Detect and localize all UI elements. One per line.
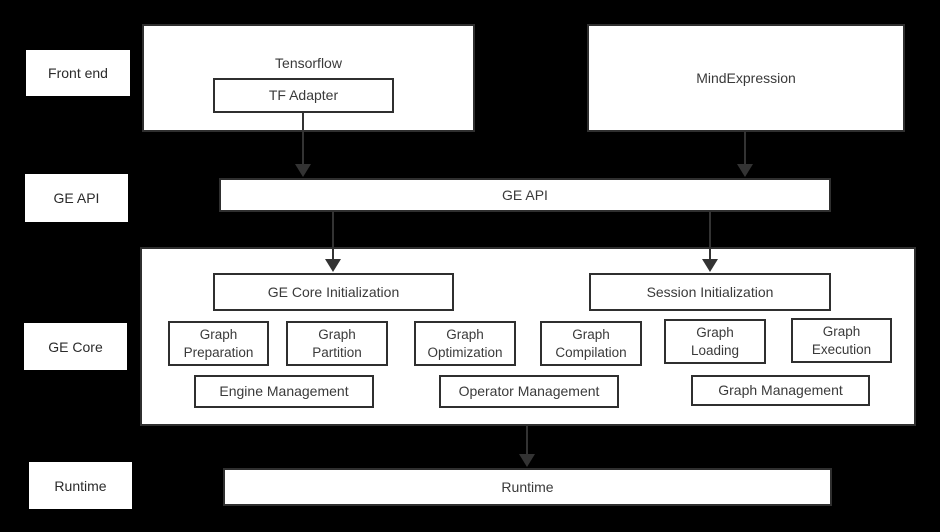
arrow-down-icon bbox=[519, 454, 535, 467]
ge-api-bar: GE API bbox=[219, 178, 831, 212]
arrow-shaft bbox=[332, 212, 334, 259]
arrow-down-icon bbox=[325, 259, 341, 272]
tf-adapter-label: TF Adapter bbox=[268, 87, 339, 104]
ge-core-initialization-label: GE Core Initialization bbox=[267, 283, 400, 300]
graph-management-box: Graph Management bbox=[691, 375, 870, 406]
ge-api-bar-label: GE API bbox=[502, 186, 548, 203]
mindexpression-label: MindExpression bbox=[696, 69, 796, 86]
row-label-ge-core: GE Core bbox=[24, 323, 127, 370]
tensorflow-box: Tensorflow TF Adapter bbox=[142, 24, 475, 132]
arrow-down-icon bbox=[295, 164, 311, 177]
arrow-shaft bbox=[526, 426, 528, 454]
runtime-bar-label: Runtime bbox=[501, 478, 554, 495]
arrow-down-icon bbox=[737, 164, 753, 177]
tf-adapter-box: TF Adapter bbox=[213, 78, 394, 113]
row-label-ge-api: GE API bbox=[25, 174, 128, 222]
arrow-ge-api-to-session-init-icon bbox=[702, 212, 718, 272]
arrow-shaft bbox=[302, 113, 304, 164]
graph-management-label: Graph Management bbox=[718, 382, 843, 399]
arrow-mindexpression-to-ge-api-icon bbox=[737, 132, 753, 177]
row-label-runtime-text: Runtime bbox=[54, 477, 107, 494]
session-initialization-box: Session Initialization bbox=[589, 273, 831, 311]
arrow-ge-core-to-runtime-icon bbox=[519, 426, 535, 467]
arrow-ge-api-to-core-init-icon bbox=[325, 212, 341, 272]
row-label-front-end-text: Front end bbox=[48, 65, 108, 81]
row-label-runtime: Runtime bbox=[29, 462, 132, 509]
row-label-ge-core-text: GE Core bbox=[48, 338, 103, 355]
row-label-front-end: Front end bbox=[26, 50, 130, 96]
arrow-shaft bbox=[744, 132, 746, 164]
operator-management-box: Operator Management bbox=[439, 375, 619, 408]
engine-management-label: Engine Management bbox=[219, 383, 349, 400]
arrow-tf-adapter-to-ge-api-icon bbox=[295, 113, 311, 177]
ge-core-container: GE Core Initialization Session Initializ… bbox=[140, 247, 916, 426]
runtime-bar: Runtime bbox=[223, 468, 832, 506]
session-initialization-label: Session Initialization bbox=[646, 283, 774, 300]
mindexpression-box: MindExpression bbox=[587, 24, 905, 132]
arrow-shaft bbox=[709, 212, 711, 259]
row-label-ge-api-text: GE API bbox=[53, 190, 100, 206]
tensorflow-label: Tensorflow bbox=[275, 55, 342, 71]
ge-core-initialization-box: GE Core Initialization bbox=[213, 273, 454, 311]
arrow-down-icon bbox=[702, 259, 718, 272]
engine-management-box: Engine Management bbox=[194, 375, 374, 408]
operator-management-label: Operator Management bbox=[458, 383, 600, 400]
